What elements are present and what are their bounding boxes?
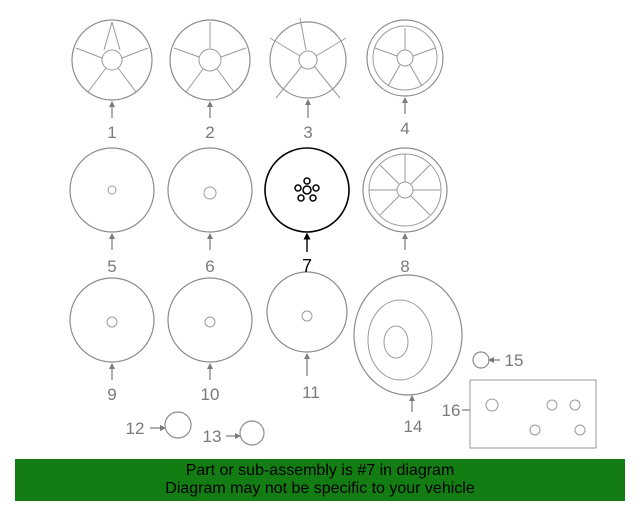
wheel-6[interactable] (167, 147, 253, 233)
callout-4[interactable]: 4 (400, 119, 409, 138)
wheel-8[interactable] (362, 147, 448, 233)
callout-1[interactable]: 1 (107, 123, 116, 142)
callout-6[interactable]: 6 (205, 257, 214, 276)
info-banner: Part or sub-assembly is #7 in diagram Di… (15, 459, 625, 501)
callout-16[interactable]: 16 (442, 401, 461, 420)
parts-diagram: 1 2 3 4 5 6 7 8 9 10 11 12 13 14 15 16 (69, 17, 597, 449)
callout-12[interactable]: 12 (126, 419, 145, 438)
lug-kit-16[interactable] (469, 379, 597, 449)
wheel-1[interactable] (71, 19, 153, 101)
wheel-4[interactable] (366, 19, 444, 97)
leader-lines (109, 97, 500, 439)
callout-7[interactable]: 7 (302, 256, 312, 276)
callout-5[interactable]: 5 (107, 257, 116, 276)
wheel-3[interactable] (269, 17, 347, 99)
wheel-7[interactable] (264, 147, 350, 233)
callout-8[interactable]: 8 (400, 257, 409, 276)
wheel-9[interactable] (69, 277, 155, 363)
wheel-10[interactable] (167, 277, 253, 363)
callout-10[interactable]: 10 (201, 385, 220, 404)
wheel-5[interactable] (69, 147, 155, 233)
banner-line-2: Diagram may not be specific to your vehi… (165, 480, 475, 497)
wheel-11[interactable] (266, 271, 348, 353)
callout-9[interactable]: 9 (107, 385, 116, 404)
callout-13[interactable]: 13 (203, 427, 222, 446)
callout-14[interactable]: 14 (404, 417, 423, 436)
callout-2[interactable]: 2 (205, 123, 214, 142)
wheel-2[interactable] (169, 19, 251, 101)
callout-3[interactable]: 3 (303, 123, 312, 142)
callout-11[interactable]: 11 (302, 383, 320, 402)
nut-15[interactable] (472, 351, 490, 369)
banner-line-1: Part or sub-assembly is #7 in diagram (185, 462, 455, 479)
tire-assembly-14[interactable] (353, 274, 463, 396)
callout-15[interactable]: 15 (505, 351, 524, 370)
cap-13[interactable] (239, 420, 265, 446)
cap-12[interactable] (164, 411, 192, 439)
